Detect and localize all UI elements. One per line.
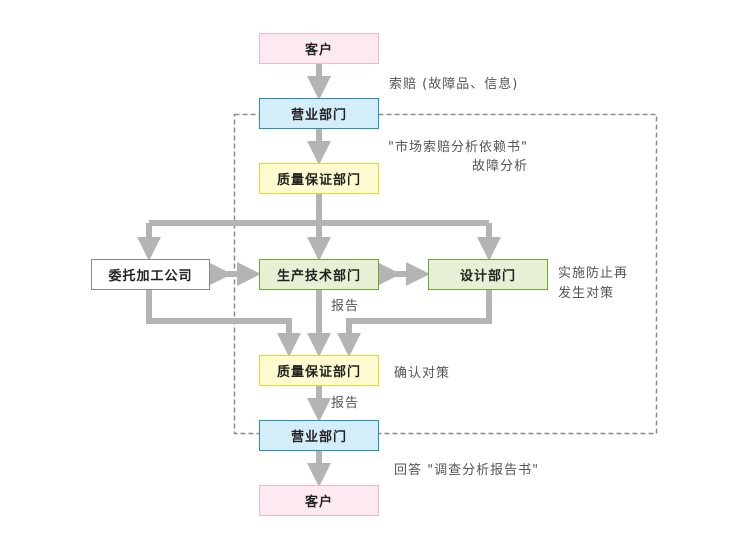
label-market-report: "市场索赔分析依赖书" 故障分析 (386, 138, 528, 176)
node-sales-top: 营业部门 (259, 98, 379, 129)
node-sales-bottom: 营业部门 (259, 420, 379, 451)
node-customer-bottom: 客户 (259, 485, 379, 516)
label-report-1: 报告 (331, 299, 360, 314)
label-report-2: 报告 (331, 396, 360, 411)
arrow-subcontractor-to-qa (146, 290, 301, 357)
label-prevent-recurrence: 实施防止再 发生对策 (558, 266, 629, 301)
arrow-design-to-qa (337, 290, 492, 357)
node-production: 生产技术部门 (259, 259, 379, 290)
label-claim: 索赔 (故障品、信息) (389, 77, 519, 92)
label-market-report-line2: 故障分析 (471, 159, 528, 174)
node-customer-top: 客户 (259, 33, 379, 64)
node-design: 设计部门 (428, 259, 548, 290)
label-market-report-line1: "市场索赔分析依赖书" (388, 140, 528, 155)
label-reply: 回答 "调查分析报告书" (394, 463, 540, 478)
node-subcontractor: 委托加工公司 (91, 259, 210, 290)
node-qa-top: 质量保证部门 (259, 163, 379, 194)
node-qa-bottom: 质量保证部门 (259, 355, 379, 386)
label-confirm: 确认对策 (394, 366, 451, 381)
